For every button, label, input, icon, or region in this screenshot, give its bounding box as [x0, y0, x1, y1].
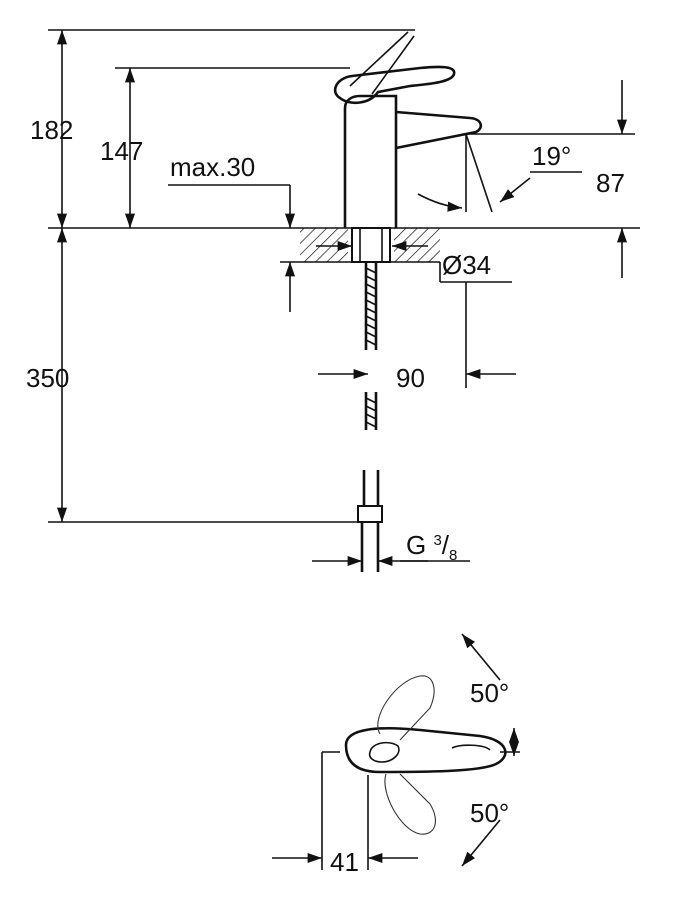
- angle-19-label: 19°: [532, 141, 571, 171]
- top-view: 50° 50° 41: [272, 633, 520, 877]
- faucet-body: [343, 94, 398, 228]
- side-view: 182 147 max.30 19° 87 Ø34 350 90 G 3/8: [26, 29, 640, 572]
- thread-label: G 3/8: [406, 530, 457, 564]
- angle-front-label: 50°: [470, 798, 509, 828]
- faucet-lever: [333, 65, 456, 105]
- dimension-182-label: 182: [30, 115, 73, 145]
- max-deck-label: max.30: [170, 152, 255, 182]
- faucet-spout: [395, 110, 483, 150]
- lever-hub: [368, 741, 400, 763]
- lever-raised-outline-2: [371, 35, 415, 95]
- water-stream-angled: [465, 133, 493, 213]
- angle-front-leader: [461, 819, 501, 867]
- lever-raised-outline: [349, 31, 409, 87]
- dimension-90-label: 90: [396, 363, 425, 393]
- lever-ghost-front: [384, 773, 436, 835]
- mounting-nut: [351, 227, 391, 263]
- diameter-label: Ø34: [442, 250, 491, 280]
- angle-back-leader: [461, 633, 501, 681]
- dimension-147-label: 147: [100, 136, 143, 166]
- lever-ghost-back: [377, 675, 435, 741]
- dimension-350-label: 350: [26, 363, 69, 393]
- lever-top: [344, 726, 507, 774]
- angle-19-arc-left: [417, 193, 463, 212]
- lever-tip-detail: [451, 744, 491, 751]
- deck-hatch-left: [300, 228, 348, 262]
- dimension-87-label: 87: [596, 168, 625, 198]
- supply-hose: [357, 262, 383, 572]
- angle-19-arc-right: [499, 177, 531, 203]
- deck-hatch-right: [394, 228, 440, 262]
- dimension-41-label: 41: [330, 847, 359, 877]
- angle-back-label: 50°: [470, 678, 509, 708]
